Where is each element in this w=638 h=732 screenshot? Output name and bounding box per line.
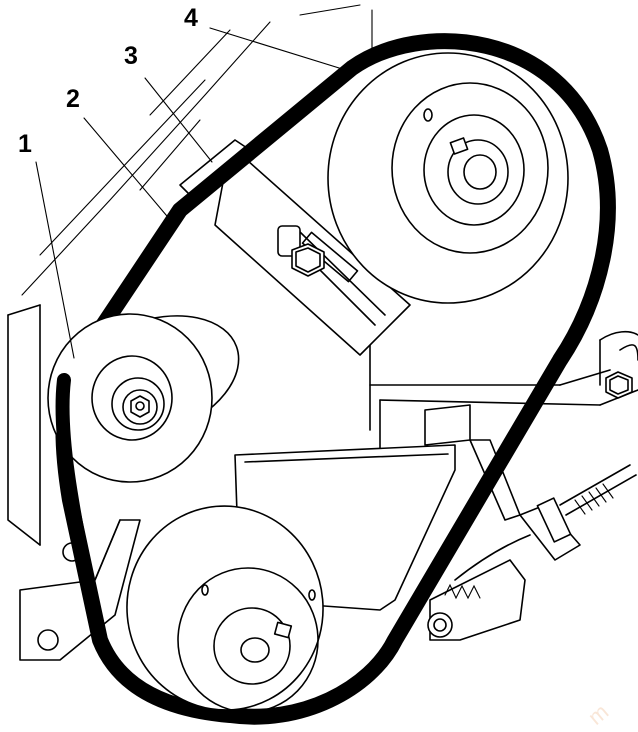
leader-lines [35,27,353,359]
idler-pulley [47,313,240,483]
bracket-bolt-icon [277,225,325,277]
callout-labels: 1 2 3 4 [18,4,198,158]
callout-3: 3 [124,42,138,70]
upper-pulley [327,52,569,304]
callout-1: 1 [18,130,32,158]
leader-line-3 [144,77,213,163]
threaded-rod-icon [574,483,614,515]
watermark-text: m [583,699,613,730]
lower-pulley [126,505,324,713]
leader-line-1 [35,161,75,359]
idler-hex-nut-icon [130,395,150,418]
belt-foreground [55,353,567,647]
callout-2: 2 [66,85,80,113]
upper-key-icon [449,137,469,155]
callout-4: 4 [184,4,198,32]
tension-linkage [424,371,637,641]
leader-line-4 [209,27,353,73]
right-bolt-icon [605,371,633,399]
mounting-arm [19,444,456,661]
leader-line-2 [83,117,173,223]
spring-icon [444,583,481,600]
lower-key-icon [273,621,293,639]
